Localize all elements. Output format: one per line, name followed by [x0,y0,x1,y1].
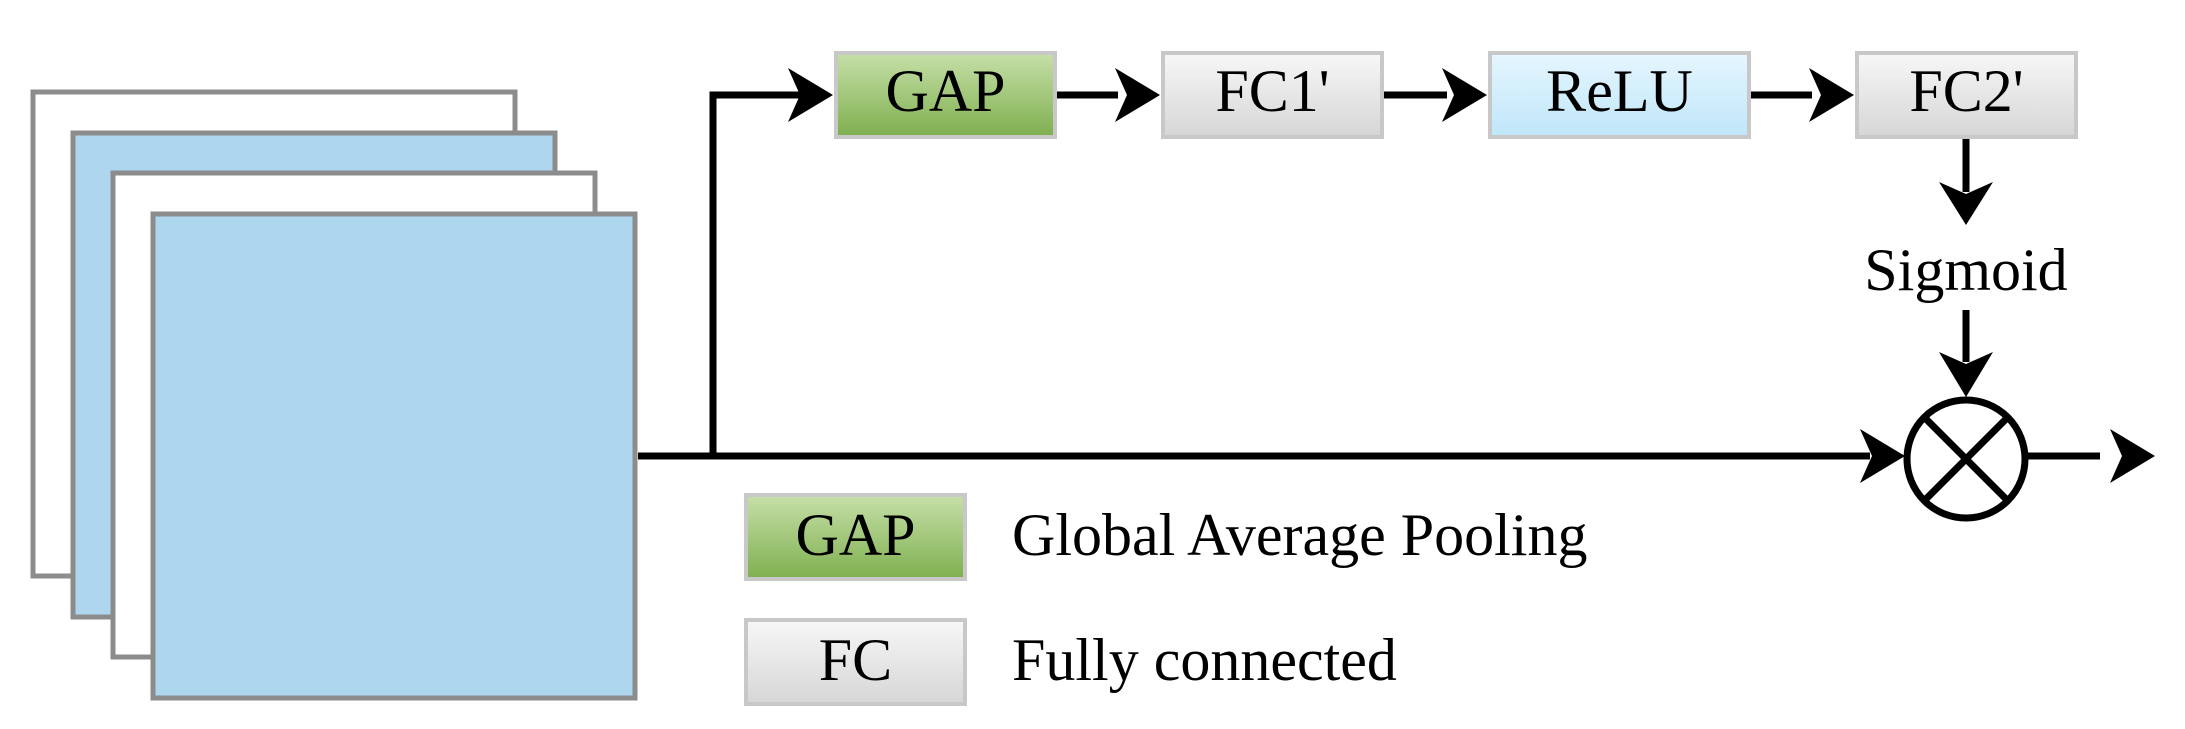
arrowhead-to-sigmoid [1939,182,1993,225]
multiply-node [1903,396,2029,522]
fc2-block-label: FC2' [1909,58,2023,124]
arrowhead-to-fc1 [1115,68,1160,122]
legend-fc-description: Fully connected [1012,627,1397,693]
legend: GAP Global Average Pooling FC Fully conn… [744,493,1587,706]
legend-fc-box-label: FC [819,627,892,693]
feature-map-layer-4 [150,211,638,701]
gap-block-label: GAP [885,58,1005,124]
gap-block: GAP [834,51,1057,139]
arrowhead-to-gap [788,68,833,122]
connectors [638,91,2100,460]
arrowhead-to-fc2 [1809,68,1854,122]
arrowhead-to-multiply [1939,352,1993,397]
arrowhead-to-relu [1442,68,1487,122]
relu-block-label: ReLU [1546,58,1693,124]
relu-block: ReLU [1488,51,1751,139]
fc2-block: FC2' [1855,51,2078,139]
legend-fc: FC Fully connected [744,618,1397,706]
legend-fc-swatch [744,618,967,706]
legend-gap-description: Global Average Pooling [1012,502,1587,568]
arrowhead-main-to-multiply [1860,429,1905,483]
fc1-block: FC1' [1161,51,1384,139]
arrowheads [788,68,2155,483]
legend-gap-swatch [744,493,967,581]
fc1-block-label: FC1' [1215,58,1329,124]
legend-gap-box-label: GAP [795,502,915,568]
sigmoid-label: Sigmoid [1864,237,2067,303]
feature-map-stack [30,89,638,701]
branch-line [709,91,800,456]
legend-gap: GAP Global Average Pooling [744,493,1587,581]
arrowhead-output [2110,429,2155,483]
